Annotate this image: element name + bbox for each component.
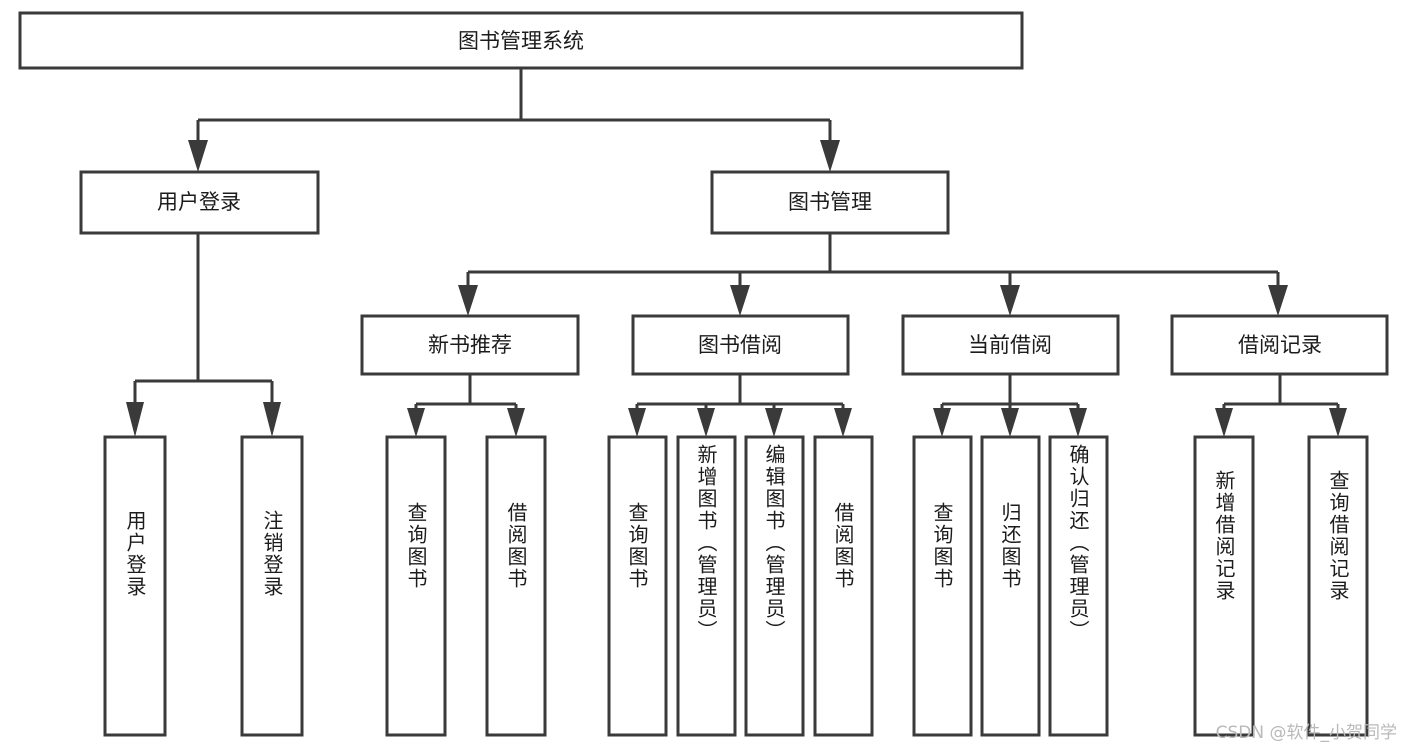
arrow-head-new-book xyxy=(458,285,478,316)
leaf-label-cb-return-book: 归还图书 xyxy=(998,502,1022,590)
node-borrow-record-label: 借阅记录 xyxy=(1238,333,1322,357)
leaf-label-bb-edit-book: 编辑图书（管理员） xyxy=(762,444,786,642)
arrow-head-book-manage xyxy=(820,140,840,172)
node-book-borrow[interactable]: 图书借阅 xyxy=(631,314,850,376)
connector-group-current-borrow xyxy=(933,373,1087,437)
leaf-box-user-login[interactable] xyxy=(103,435,167,737)
arrow-head-br-leaf-2 xyxy=(1329,408,1347,437)
node-borrow-record[interactable]: 借阅记录 xyxy=(1170,314,1389,376)
arrow-head-cb-leaf-1 xyxy=(933,408,951,437)
connector-group-user-login xyxy=(126,233,281,437)
leaf-label-cb-query-book: 查询图书 xyxy=(930,502,954,590)
leaf-label-logout: 注销登录 xyxy=(260,510,284,598)
arrow-head-bb-leaf-1 xyxy=(628,408,646,437)
arrow-head-nb-leaf-2 xyxy=(507,408,525,437)
node-book-manage-label: 图书管理 xyxy=(788,190,872,214)
leaf-box-cb-query-book[interactable] xyxy=(912,435,973,737)
arrow-head-leaf-user-login xyxy=(126,402,144,437)
leaf-boxes-new-book-recommend xyxy=(385,435,547,737)
arrow-head-bb-leaf-2 xyxy=(697,408,715,437)
arrow-head-nb-leaf-1 xyxy=(407,408,425,437)
node-current-borrow[interactable]: 当前借阅 xyxy=(901,314,1120,376)
node-root-box[interactable] xyxy=(18,11,1024,70)
node-book-manage-box[interactable] xyxy=(710,170,950,235)
leaf-box-nb-query-book[interactable] xyxy=(385,435,447,737)
arrow-head-borrow-record xyxy=(1268,285,1288,316)
node-current-borrow-box[interactable] xyxy=(901,314,1120,376)
leaf-label-bb-add-book: 新增图书（管理员） xyxy=(694,444,718,642)
leaf-box-bb-borrow-book[interactable] xyxy=(813,435,874,737)
node-root-label: 图书管理系统 xyxy=(458,29,584,53)
leaf-box-cb-return-book[interactable] xyxy=(980,435,1041,737)
connector-group-book-borrow xyxy=(628,373,852,437)
leaf-boxes-borrow-record xyxy=(1193,435,1369,737)
leaf-box-bb-query-book[interactable] xyxy=(607,435,668,737)
leaf-label-user-login: 用户登录 xyxy=(123,510,147,598)
arrow-head-book-borrow xyxy=(730,285,750,316)
leaf-label-cb-confirm-return: 确认归还（管理员） xyxy=(1066,444,1090,642)
leaf-box-br-add-record[interactable] xyxy=(1193,435,1255,737)
node-new-book-recommend-label: 新书推荐 xyxy=(428,333,512,357)
node-user-login-label: 用户登录 xyxy=(157,190,241,214)
leaf-box-logout[interactable] xyxy=(240,435,304,737)
connector-group-root xyxy=(188,68,840,172)
leaf-boxes-user-login xyxy=(103,435,304,737)
arrow-head-user-login xyxy=(188,140,208,172)
node-user-login[interactable]: 用户登录 xyxy=(79,170,320,235)
leaf-label-nb-query-book: 查询图书 xyxy=(404,502,428,590)
leaf-box-bb-edit-book[interactable] xyxy=(744,435,805,737)
connector-group-book-manage xyxy=(458,233,1288,316)
leaf-boxes-book-borrow xyxy=(607,435,874,737)
leaf-box-br-query-record[interactable] xyxy=(1307,435,1369,737)
node-book-borrow-box[interactable] xyxy=(631,314,850,376)
node-current-borrow-label: 当前借阅 xyxy=(968,333,1052,357)
node-new-book-recommend[interactable]: 新书推荐 xyxy=(360,314,580,376)
leaf-box-nb-borrow-book[interactable] xyxy=(485,435,547,737)
connector-group-new-book xyxy=(407,373,525,437)
leaf-label-bb-query-book: 查询图书 xyxy=(625,502,649,590)
arrow-head-current-borrow xyxy=(1000,285,1020,316)
node-root[interactable]: 图书管理系统 xyxy=(18,11,1024,70)
leaf-label-nb-borrow-book: 借阅图书 xyxy=(504,502,528,590)
arrow-head-leaf-logout xyxy=(263,402,281,437)
arrow-head-cb-leaf-3 xyxy=(1069,408,1087,437)
node-new-book-recommend-box[interactable] xyxy=(360,314,580,376)
leaf-label-br-add-record: 新增借阅记录 xyxy=(1212,470,1236,602)
node-user-login-box[interactable] xyxy=(79,170,320,235)
arrow-head-bb-leaf-3 xyxy=(765,408,783,437)
connector-group-borrow-record xyxy=(1215,375,1347,437)
node-borrow-record-box[interactable] xyxy=(1170,314,1389,376)
leaf-boxes-current-borrow xyxy=(912,435,1109,737)
node-book-manage[interactable]: 图书管理 xyxy=(710,170,950,235)
arrow-head-br-leaf-1 xyxy=(1215,408,1233,437)
leaf-label-br-query-record: 查询借阅记录 xyxy=(1326,470,1350,602)
arrow-head-bb-leaf-4 xyxy=(834,408,852,437)
csdn-watermark: CSDN @软件_小贺同学 xyxy=(1215,723,1397,743)
leaf-label-bb-borrow-book: 借阅图书 xyxy=(831,502,855,590)
node-book-borrow-label: 图书借阅 xyxy=(698,333,782,357)
leaf-box-cb-confirm-return[interactable] xyxy=(1048,435,1109,737)
leaf-box-bb-add-book[interactable] xyxy=(676,435,737,737)
arrow-head-cb-leaf-2 xyxy=(1001,408,1019,437)
